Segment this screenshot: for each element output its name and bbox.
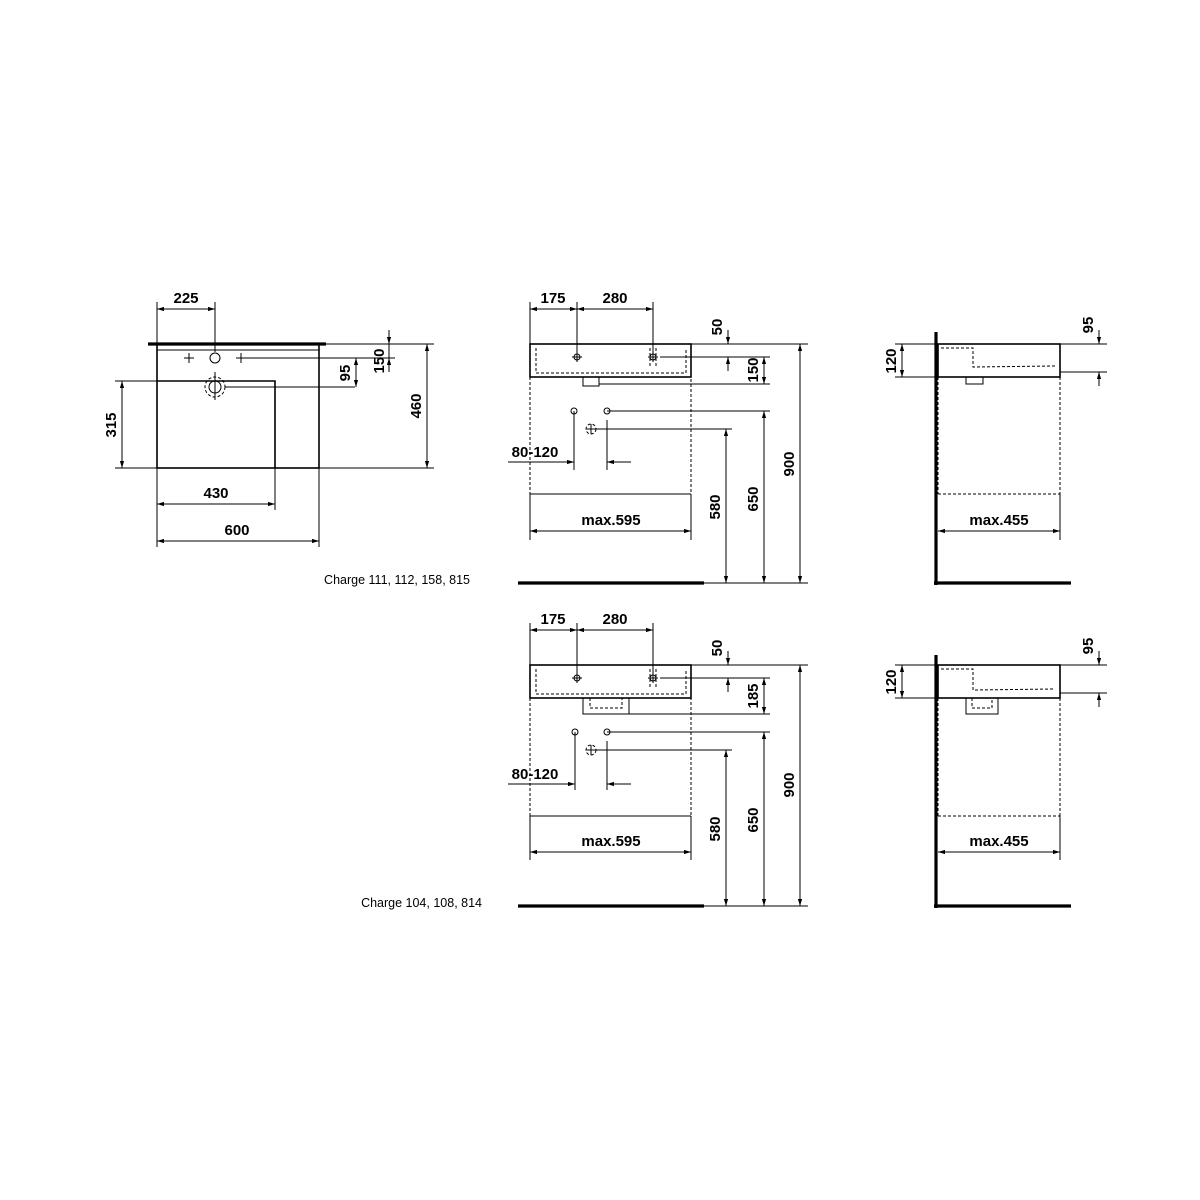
dim-label-650-2: 650 <box>745 807 762 832</box>
basin-side <box>937 343 1061 378</box>
dim-label-900: 900 <box>781 451 798 476</box>
dim-label-80-120: 80-120 <box>512 444 559 461</box>
waste-side <box>965 377 984 385</box>
plan-view: 225 95 150 460 315 430 600 <box>103 290 434 547</box>
dim-label-max455: max.455 <box>969 512 1028 529</box>
dim-label-315: 315 <box>103 412 120 437</box>
dim-label-580: 580 <box>707 494 724 519</box>
dim-label-175: 175 <box>540 290 565 307</box>
caption-variant-1: Charge 111, 112, 158, 815 <box>324 573 470 587</box>
dim-label-175-2: 175 <box>540 611 565 628</box>
dim-label-80-120-2: 80-120 <box>512 766 559 783</box>
dim-label-225: 225 <box>173 290 198 307</box>
dim-label-50-2: 50 <box>709 640 726 657</box>
waste-outlet-2 <box>582 698 630 715</box>
dim-label-120-side-2: 120 <box>883 669 900 694</box>
dim-label-650: 650 <box>745 486 762 511</box>
dim-label-580-2: 580 <box>707 816 724 841</box>
dim-label-95: 95 <box>337 365 354 382</box>
basin-front-2 <box>529 664 692 699</box>
side-view-2: 95 120 max.455 <box>883 638 1107 908</box>
dim-label-600: 600 <box>224 522 249 539</box>
dim-label-150-front: 150 <box>745 357 762 382</box>
dim-label-900-2: 900 <box>781 772 798 797</box>
basin-front <box>529 343 692 378</box>
dim-label-150-plan: 150 <box>371 348 388 373</box>
tap-marker-left-icon <box>184 353 194 363</box>
dim-label-280-2: 280 <box>602 611 627 628</box>
tap-marker-right-icon <box>236 353 246 363</box>
waste-outlet <box>582 377 600 387</box>
tap-hole <box>209 352 221 364</box>
bowl-outline <box>157 380 276 468</box>
dim-label-280: 280 <box>602 290 627 307</box>
dim-label-max595: max.595 <box>581 512 640 529</box>
dim-label-50: 50 <box>709 319 726 336</box>
dim-label-max595-2: max.595 <box>581 833 640 850</box>
dim-label-95-side: 95 <box>1080 317 1097 334</box>
dim-label-430: 430 <box>203 485 228 502</box>
dim-label-max455-2: max.455 <box>969 833 1028 850</box>
cabinet-outline <box>529 377 692 495</box>
dim-label-185: 185 <box>745 683 762 708</box>
dim-label-95-side-2: 95 <box>1080 638 1097 655</box>
dim-label-460: 460 <box>408 393 425 418</box>
front-view-2: 80-120 175 280 50 185 580 650 900 max.59… <box>361 611 808 910</box>
front-view-1: 80-120 175 280 50 150 580 650 900 <box>324 290 808 587</box>
dim-label-120-side: 120 <box>883 348 900 373</box>
basin-outline <box>156 343 320 469</box>
side-view-1: 95 120 max.455 <box>883 317 1107 585</box>
caption-variant-2: Charge 104, 108, 814 <box>361 896 482 910</box>
